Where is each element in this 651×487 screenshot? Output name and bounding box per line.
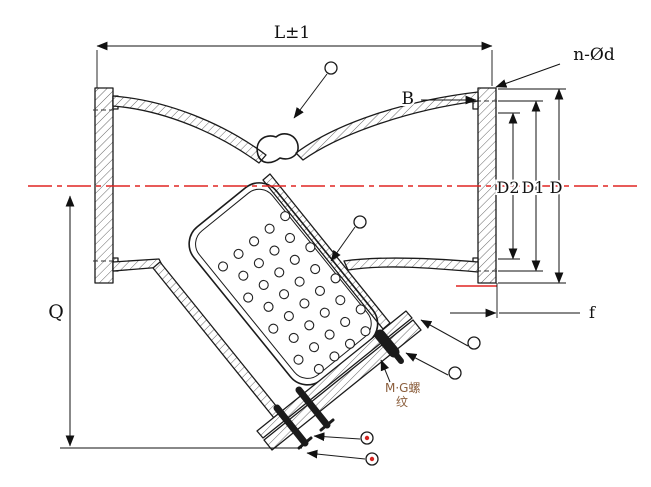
thread-label-line1: M·G螺	[385, 381, 420, 395]
callout-balloon	[313, 431, 374, 445]
dim-flange-b: B	[400, 87, 477, 111]
cap-bolt	[295, 386, 331, 429]
callout-balloon	[293, 61, 338, 119]
callout-balloons	[293, 61, 481, 466]
callout-balloon	[306, 449, 379, 466]
dim-label-B: B	[402, 89, 415, 109]
dim-label-D2: D2	[496, 178, 519, 197]
callout-balloon	[330, 215, 367, 262]
callout-balloon	[405, 352, 462, 380]
cap-bolt-nut	[297, 436, 313, 450]
dim-label-L: L±1	[274, 23, 310, 43]
dim-label-D1: D1	[521, 178, 544, 197]
dim-label-f: f	[589, 303, 596, 322]
screen-perforations	[217, 211, 371, 375]
dim-label-D: D	[550, 178, 563, 197]
note-drain-thread: M·G螺 纹	[380, 359, 420, 409]
drain-plug-tip	[390, 348, 404, 364]
top-boss-opening	[256, 133, 299, 164]
dim-overall-length: L±1	[96, 21, 493, 88]
dim-label-Q: Q	[48, 301, 64, 323]
strainer-screen	[188, 182, 379, 386]
dim-height-q: Q	[46, 195, 302, 449]
callout-balloon	[420, 319, 481, 350]
dim-diameters: D2 D1 D	[494, 88, 566, 284]
cap-bolt-nut	[319, 418, 335, 432]
dim-flange-face-f: f	[450, 283, 598, 324]
dim-label-n-od: n-Ød	[573, 45, 615, 65]
valve-body	[93, 87, 498, 451]
dim-bolt-holes: n-Ød	[495, 43, 617, 88]
drain-cap	[256, 310, 422, 451]
thread-label-line2: 纹	[396, 395, 408, 409]
cap-bolt	[273, 404, 309, 447]
